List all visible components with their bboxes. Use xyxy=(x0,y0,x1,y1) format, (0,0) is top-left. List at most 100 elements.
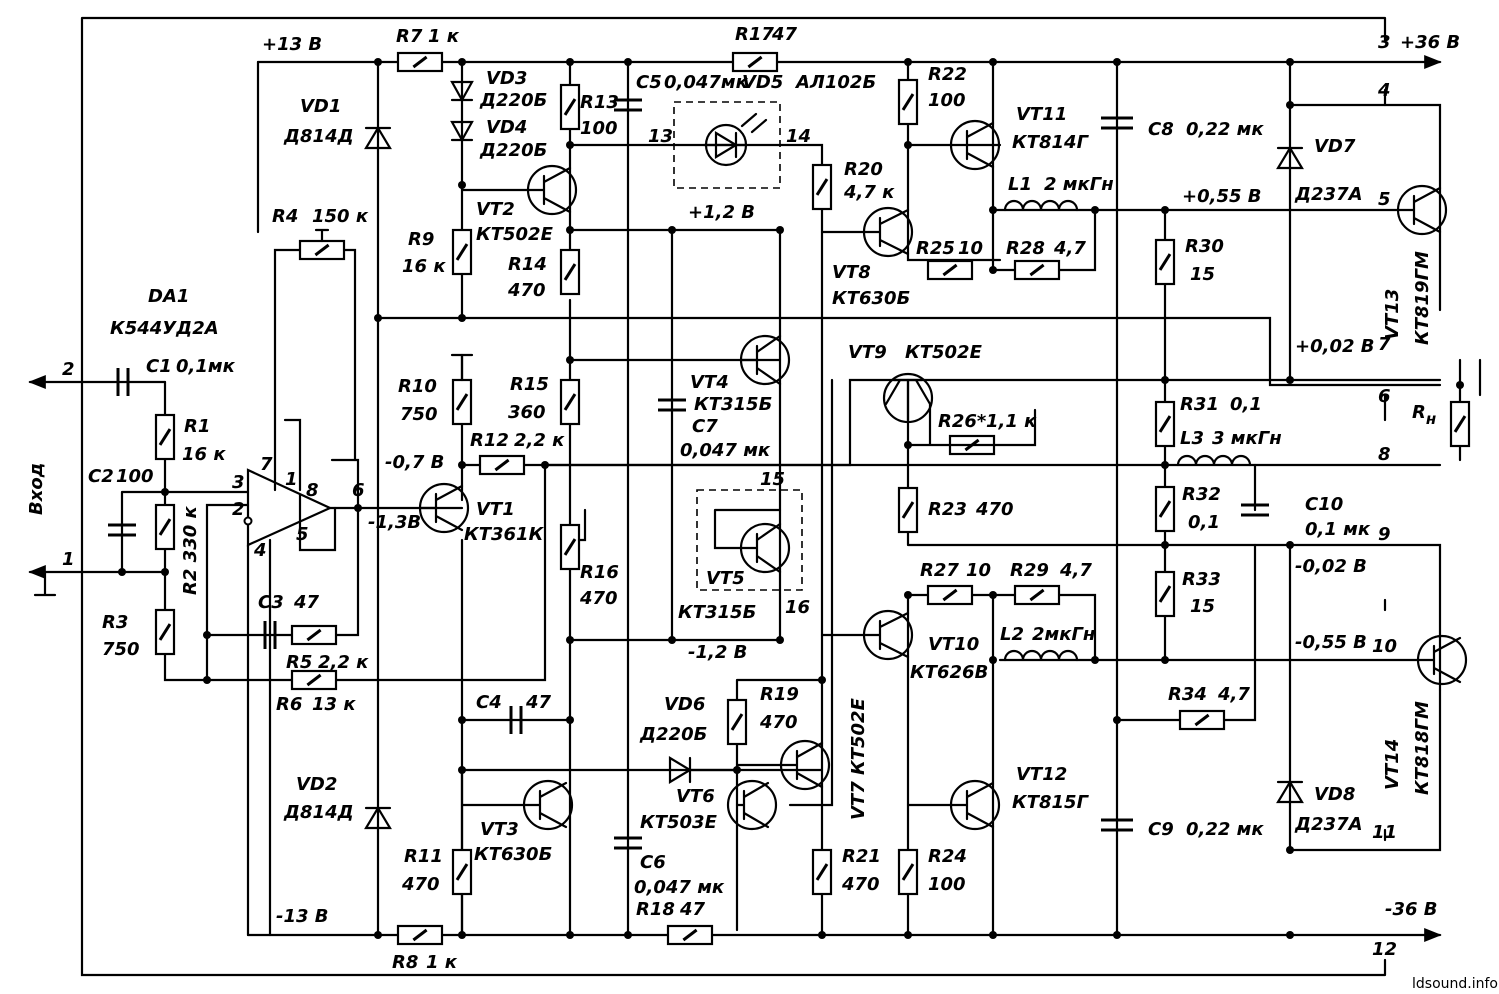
r16-name: R16 xyxy=(580,562,619,583)
pin-9: 9 xyxy=(1378,524,1391,545)
vd8-name: VD8 xyxy=(1314,784,1355,805)
vt7-type: КТ502Е xyxy=(848,697,869,775)
r15-value: 360 xyxy=(508,402,546,423)
rh-name: R xyxy=(1412,402,1426,423)
c6-value: 0,047 мк xyxy=(634,877,725,898)
c2-value: 100 xyxy=(116,466,154,487)
r19-value: 470 xyxy=(759,712,798,733)
r23-value: 470 xyxy=(975,499,1014,520)
pin-5: 5 xyxy=(1378,189,1391,210)
c6-name: C6 xyxy=(640,852,666,873)
vt1-symbol xyxy=(418,482,470,534)
vt2-type: КТ502Е xyxy=(476,224,554,245)
c5-name: C5 xyxy=(636,72,662,93)
l2-name: L2 xyxy=(1000,624,1024,645)
vd2-type: Д814Д xyxy=(283,802,354,823)
r30-value: 15 xyxy=(1190,264,1215,285)
vt1-name: VT1 xyxy=(476,499,515,520)
r2-label: R2 330 к xyxy=(180,505,201,595)
r10-body-slash xyxy=(455,393,469,411)
c10-name: C10 xyxy=(1305,494,1343,515)
c9-symbol xyxy=(1101,818,1133,832)
r27-body-slash xyxy=(942,588,958,602)
l3-name: L3 xyxy=(1180,428,1204,449)
c3-name: C3 xyxy=(258,592,284,613)
input-section xyxy=(28,374,547,682)
r12-body-slash xyxy=(494,458,510,472)
vt2-symbol xyxy=(460,164,578,216)
da1-pin1: 1 xyxy=(285,469,298,490)
vd7-name: VD7 xyxy=(1314,136,1356,157)
vd2-symbol xyxy=(364,805,392,830)
vt12-type: КТ815Г xyxy=(1012,792,1090,813)
pin-4: 4 xyxy=(1377,80,1391,101)
r21-body-slash xyxy=(815,863,829,881)
vd1-symbol xyxy=(364,125,392,150)
r17-value: 47 xyxy=(771,24,798,45)
r14-body-slash xyxy=(563,263,577,281)
vt14-name: VT14 xyxy=(1382,739,1403,790)
vt4-symbol xyxy=(739,334,791,386)
vd7-symbol xyxy=(1276,145,1304,170)
vd8-type: Д237А xyxy=(1294,814,1363,835)
r26-name: R26* xyxy=(938,411,987,432)
r8-body-slash xyxy=(412,928,428,942)
c7-symbol xyxy=(658,398,686,412)
r26-value: 1,1 к xyxy=(986,411,1037,432)
vt6-name: VT6 xyxy=(676,786,715,807)
r15-body-slash xyxy=(563,393,577,411)
r5-value: 2,2 к xyxy=(318,652,369,673)
v-m13: -1,3В xyxy=(368,512,421,533)
pin-10: 10 xyxy=(1372,636,1397,657)
r16-body-slash xyxy=(563,538,577,556)
c7-name: C7 xyxy=(692,416,718,437)
pin-8: 8 xyxy=(1378,444,1391,465)
pin-2: 2 xyxy=(62,359,75,380)
terminals xyxy=(450,353,1482,397)
vd4-type: Д220Б xyxy=(479,140,547,161)
r21-value: 470 xyxy=(841,874,880,895)
r3-body-slash xyxy=(158,623,172,641)
c8-name: C8 xyxy=(1148,119,1174,140)
transistors xyxy=(418,119,1468,831)
pin-6: 6 xyxy=(1378,386,1391,407)
r11-value: 470 xyxy=(401,874,440,895)
r20-value: 4,7 к xyxy=(843,182,895,203)
vt5-symbol xyxy=(713,508,791,574)
r8-value: 1 к xyxy=(426,952,458,973)
pin-13: 13 xyxy=(648,126,673,147)
c4-name: C4 xyxy=(476,692,502,713)
r6-name: R6 xyxy=(276,694,302,715)
l3-symbol xyxy=(1176,454,1252,467)
vt11-symbol xyxy=(949,119,1001,171)
vt7-symbol xyxy=(735,739,831,791)
r22-body-slash xyxy=(901,93,915,111)
r13-body-slash xyxy=(563,98,577,116)
r12-name: R12 xyxy=(470,430,509,451)
vt6-type: КТ503Е xyxy=(640,812,718,833)
r31-name: R31 xyxy=(1180,394,1219,415)
vt9-name: VT9 xyxy=(848,342,887,363)
r2-name: R2 xyxy=(180,569,201,595)
r29-body-slash xyxy=(1029,588,1045,602)
vt6-symbol xyxy=(688,768,778,831)
pin-3: 3 xyxy=(1378,32,1391,53)
vd5-symbol xyxy=(702,112,768,159)
pin-14: 14 xyxy=(786,126,811,147)
r19-body-slash xyxy=(730,713,744,731)
r12-value: 2,2 к xyxy=(514,430,565,451)
r9-value: 16 к xyxy=(402,256,446,277)
c4-value: 47 xyxy=(525,692,552,713)
r27-name: R27 xyxy=(920,560,959,581)
vt3-type: КТ630Б xyxy=(474,844,552,865)
vt10-symbol xyxy=(820,609,914,661)
vd4-name: VD4 xyxy=(486,117,527,138)
vd1-name: VD1 xyxy=(300,96,341,117)
vd2-name: VD2 xyxy=(296,774,337,795)
vt14-symbol xyxy=(1163,634,1468,686)
r17-body-slash xyxy=(747,55,763,69)
pin-16: 16 xyxy=(785,597,810,618)
r17-name: R17 xyxy=(735,24,774,45)
r14-value: 470 xyxy=(507,280,546,301)
r16-value: 470 xyxy=(579,588,618,609)
